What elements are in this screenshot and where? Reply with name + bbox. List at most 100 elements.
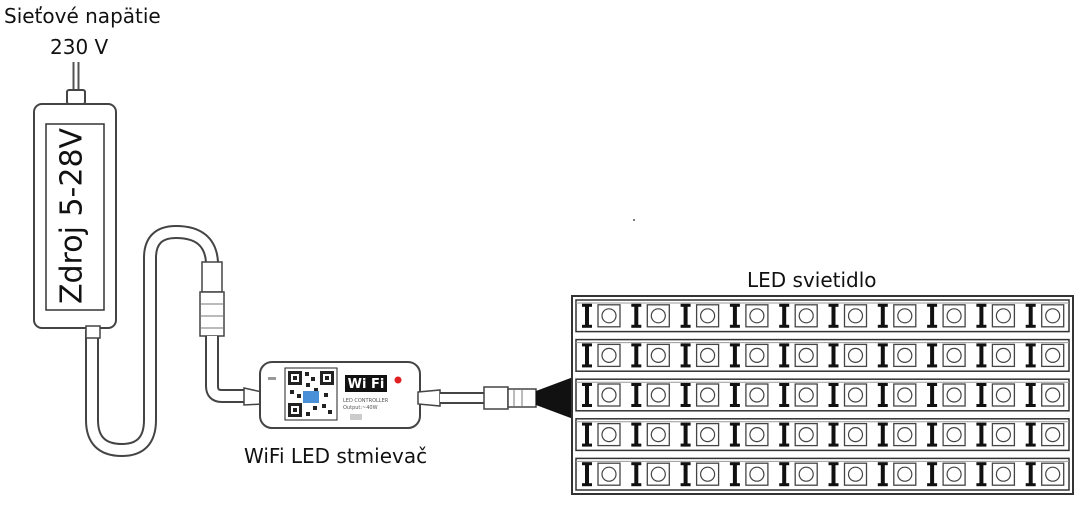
led-resistor-cap — [582, 364, 592, 368]
led-resistor-cap — [582, 404, 592, 407]
led-resistor-cap — [779, 404, 790, 407]
led-resistor-cap — [1025, 364, 1036, 368]
led-resistor-cap — [729, 462, 740, 466]
led-resistor — [930, 384, 935, 406]
led-lens — [847, 387, 864, 403]
led-resistor — [585, 304, 589, 327]
led-resistor-cap — [828, 462, 839, 466]
led-lens — [1045, 427, 1061, 443]
led-strip-panel — [571, 295, 1074, 495]
led-resistor-cap — [927, 422, 938, 426]
led-resistor-cap — [877, 422, 888, 426]
led-resistor-cap — [680, 364, 691, 368]
led-resistor — [1028, 423, 1033, 446]
led-resistor-cap — [828, 343, 839, 347]
led-resistor-cap — [976, 383, 987, 386]
led-resistor-cap — [877, 483, 888, 487]
led-lens — [798, 347, 814, 363]
led-resistor-cap — [582, 324, 592, 328]
led-resistor-cap — [631, 404, 642, 407]
led-resistor-cap — [582, 303, 592, 307]
led-resistor-cap — [631, 462, 642, 466]
led-resistor-cap — [582, 483, 592, 487]
led-resistor-cap — [631, 364, 642, 368]
led-resistor-cap — [927, 383, 938, 386]
led-resistor — [585, 463, 589, 486]
led-resistor-cap — [582, 462, 592, 466]
led-resistor — [930, 304, 935, 327]
led-lens — [798, 308, 814, 324]
led-lens — [847, 427, 864, 443]
led-resistor-cap — [877, 443, 888, 447]
led-resistor — [585, 344, 589, 367]
led-lens — [847, 347, 864, 363]
led-resistor — [732, 304, 737, 327]
dc-cable — [85, 224, 219, 458]
led-resistor — [634, 384, 639, 406]
led-resistor-cap — [927, 343, 938, 347]
led-resistor-cap — [1025, 343, 1036, 347]
led-resistor-cap — [779, 443, 790, 447]
led-resistor — [1028, 304, 1033, 327]
led-resistor — [782, 384, 787, 406]
led-resistor-cap — [976, 443, 987, 447]
led-resistor — [585, 384, 589, 406]
led-resistor — [782, 304, 787, 327]
led-resistor-cap — [631, 422, 642, 426]
led-resistor-cap — [927, 364, 938, 368]
led-lens — [601, 387, 617, 403]
led-resistor-cap — [680, 483, 691, 487]
led-resistor-cap — [877, 343, 888, 347]
led-resistor-cap — [582, 383, 592, 386]
led-resistor — [930, 344, 935, 367]
led-resistor — [880, 423, 885, 446]
led-lens — [995, 347, 1012, 363]
led-resistor-cap — [582, 422, 592, 426]
led-resistor-cap — [631, 303, 642, 307]
led-resistor-cap — [779, 303, 790, 307]
led-resistor-cap — [976, 343, 987, 347]
led-resistor-cap — [877, 383, 888, 386]
power-supply-inner-panel — [45, 123, 105, 311]
led-lens — [995, 387, 1012, 403]
led-lens — [699, 387, 716, 403]
led-lens — [946, 308, 962, 324]
led-resistor — [1028, 344, 1033, 367]
led-resistor — [585, 423, 589, 446]
led-resistor — [634, 423, 639, 446]
led-resistor — [880, 384, 885, 406]
led-resistor — [683, 304, 688, 327]
led-resistor-cap — [927, 404, 938, 407]
led-lens — [995, 427, 1012, 443]
led-lens — [897, 427, 913, 443]
led-resistor — [979, 384, 984, 406]
led-lens — [946, 427, 962, 443]
led-resistor-cap — [729, 422, 740, 426]
led-lens — [1045, 466, 1061, 482]
led-lens — [601, 466, 617, 482]
led-resistor — [979, 423, 984, 446]
led-resistor-cap — [976, 422, 987, 426]
led-lens — [699, 466, 716, 482]
mains-label: Sieťové napätie — [4, 4, 161, 28]
wifi-badge — [345, 375, 387, 392]
led-resistor-cap — [927, 303, 938, 307]
led-resistor-cap — [779, 364, 790, 368]
led-resistor-cap — [877, 324, 888, 328]
led-resistor-cap — [1025, 422, 1036, 426]
led-resistor-cap — [582, 343, 592, 347]
led-resistor-cap — [828, 483, 839, 487]
led-resistor — [782, 423, 787, 446]
led-lens — [897, 466, 913, 482]
led-resistor — [732, 423, 737, 446]
led-resistor-cap — [976, 404, 987, 407]
led-resistor — [634, 463, 639, 486]
led-lens — [897, 387, 913, 403]
led-resistor-cap — [680, 404, 691, 407]
led-resistor — [1028, 463, 1033, 486]
led-resistor-cap — [779, 422, 790, 426]
led-resistor-cap — [729, 443, 740, 447]
qr-code-icon — [288, 371, 334, 417]
led-resistor-cap — [680, 443, 691, 447]
led-resistor-cap — [828, 364, 839, 368]
